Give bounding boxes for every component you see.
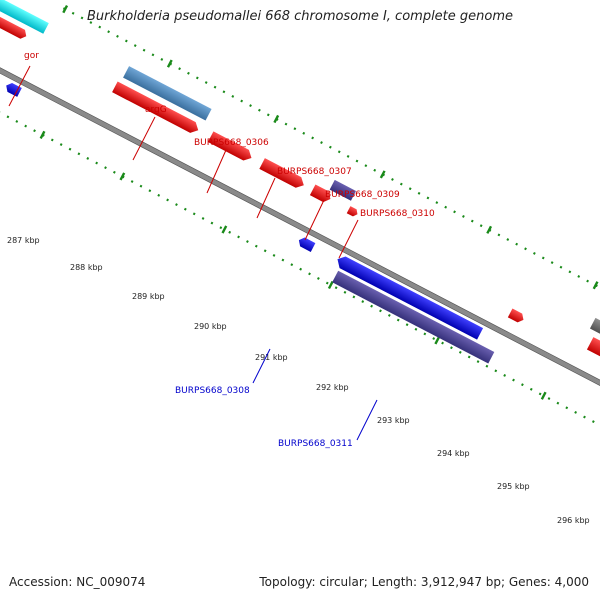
- gene-label-0311[interactable]: BURPS668_0311: [278, 439, 353, 449]
- reverse-gene-small-1[interactable]: [4, 81, 22, 97]
- gene-label-0307[interactable]: BURPS668_0307: [277, 167, 352, 177]
- scale-label-292: 292 kbp: [316, 383, 349, 392]
- forward-gene-0306[interactable]: [207, 131, 254, 163]
- map-strip: [0, 0, 600, 432]
- map-title: Burkholderia pseudomallei 668 chromosome…: [86, 9, 514, 24]
- major-ticks: [39, 5, 599, 400]
- gene-label-gor[interactable]: gor: [24, 51, 39, 61]
- outer-tick-row: [62, 7, 600, 324]
- scale-label-293: 293 kbp: [377, 416, 410, 425]
- gene-label-0308[interactable]: BURPS668_0308: [175, 386, 250, 396]
- scale-labels: 287 kbp 288 kbp 289 kbp 290 kbp 291 kbp …: [7, 236, 590, 525]
- gene-label-0306[interactable]: BURPS668_0306: [194, 138, 269, 148]
- forward-gene-a[interactable]: [586, 337, 600, 373]
- forward-gene-0310[interactable]: [346, 206, 360, 218]
- reverse-gene-0308[interactable]: [297, 236, 316, 252]
- scale-label-288: 288 kbp: [70, 263, 103, 272]
- scale-label-290: 290 kbp: [194, 322, 227, 331]
- forward-gene-0309[interactable]: [309, 184, 333, 205]
- gene-label-0310[interactable]: BURPS668_0310: [360, 209, 435, 219]
- forward-gene-gor[interactable]: [0, 4, 29, 41]
- purple-feature-0311[interactable]: [332, 270, 495, 364]
- gene-labels: gor argG BURPS668_0306 BURPS668_0307 BUR…: [24, 51, 435, 449]
- scale-label-291: 291 kbp: [255, 353, 288, 362]
- scale-label-295: 295 kbp: [497, 482, 530, 491]
- scale-label-289: 289 kbp: [132, 292, 165, 301]
- forward-gene-0307[interactable]: [259, 158, 306, 190]
- genome-backbone: [0, 38, 600, 414]
- label-leaders: [8, 65, 378, 441]
- steel-feature-argg[interactable]: [123, 66, 212, 121]
- forward-gene-small[interactable]: [507, 308, 526, 324]
- forward-gene-argg[interactable]: [112, 81, 201, 136]
- inner-tick-row: [0, 73, 600, 432]
- scale-label-294: 294 kbp: [437, 449, 470, 458]
- reverse-gene-large[interactable]: [334, 254, 484, 340]
- gene-label-argg[interactable]: argG: [145, 105, 167, 115]
- genome-summary-text: Topology: circular; Length: 3,912,947 bp…: [259, 575, 589, 589]
- purple-feature-0307[interactable]: [329, 179, 357, 201]
- accession-text: Accession: NC_009074: [9, 575, 146, 589]
- cyan-feature[interactable]: [0, 0, 49, 34]
- gene-label-0309[interactable]: BURPS668_0309: [325, 190, 400, 200]
- scale-label-287: 287 kbp: [7, 236, 40, 245]
- scale-label-296: 296 kbp: [557, 516, 590, 525]
